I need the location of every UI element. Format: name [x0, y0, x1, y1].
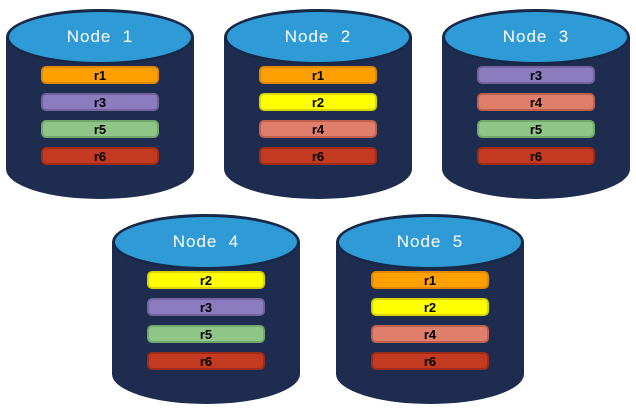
node-2-cylinder: Node 2 r1 r2 r4 r6 [224, 9, 412, 199]
node-5-cylinder: Node 5 r1 r2 r4 r6 [336, 214, 524, 404]
replica-bar: r3 [147, 298, 265, 316]
node-2-label: Node 2 [284, 27, 352, 46]
node-5-cylinder-top: Node 5 [336, 214, 524, 270]
node-row-top: Node 1 r1 r3 r5 r6 Node 2 r1 r2 r4 r6 [0, 0, 636, 199]
replica-bar: r6 [477, 147, 595, 165]
node-4-label: Node 4 [172, 232, 240, 251]
replica-bar: r3 [477, 66, 595, 84]
replica-bar: r5 [41, 120, 159, 138]
replica-bar: r5 [147, 325, 265, 343]
node-row-bottom: Node 4 r2 r3 r5 r6 Node 5 r1 r2 r4 r6 [0, 214, 636, 404]
replica-bar: r3 [41, 93, 159, 111]
replica-bar: r2 [371, 298, 489, 316]
replica-bar: r6 [259, 147, 377, 165]
node-1-label: Node 1 [66, 27, 134, 46]
node-1-cylinder-top: Node 1 [6, 9, 194, 65]
node-3-replica-list: r3 r4 r5 r6 [442, 66, 630, 165]
replica-bar: r4 [259, 120, 377, 138]
replica-bar: r5 [477, 120, 595, 138]
replica-bar: r4 [371, 325, 489, 343]
replica-bar: r1 [371, 271, 489, 289]
node-2-replica-list: r1 r2 r4 r6 [224, 66, 412, 165]
node-1-replica-list: r1 r3 r5 r6 [6, 66, 194, 165]
replica-bar: r2 [147, 271, 265, 289]
replica-bar: r6 [147, 352, 265, 370]
replica-bar: r1 [41, 66, 159, 84]
node-2-cylinder-top: Node 2 [224, 9, 412, 65]
node-5-label: Node 5 [396, 232, 464, 251]
node-4-replica-list: r2 r3 r5 r6 [112, 271, 300, 370]
node-5-replica-list: r1 r2 r4 r6 [336, 271, 524, 370]
node-4-cylinder: Node 4 r2 r3 r5 r6 [112, 214, 300, 404]
node-3-cylinder-top: Node 3 [442, 9, 630, 65]
replica-bar: r1 [259, 66, 377, 84]
replica-bar: r6 [371, 352, 489, 370]
node-3-label: Node 3 [502, 27, 570, 46]
replica-bar: r6 [41, 147, 159, 165]
node-1-cylinder: Node 1 r1 r3 r5 r6 [6, 9, 194, 199]
node-4-cylinder-top: Node 4 [112, 214, 300, 270]
node-3-cylinder: Node 3 r3 r4 r5 r6 [442, 9, 630, 199]
replica-bar: r2 [259, 93, 377, 111]
replica-bar: r4 [477, 93, 595, 111]
